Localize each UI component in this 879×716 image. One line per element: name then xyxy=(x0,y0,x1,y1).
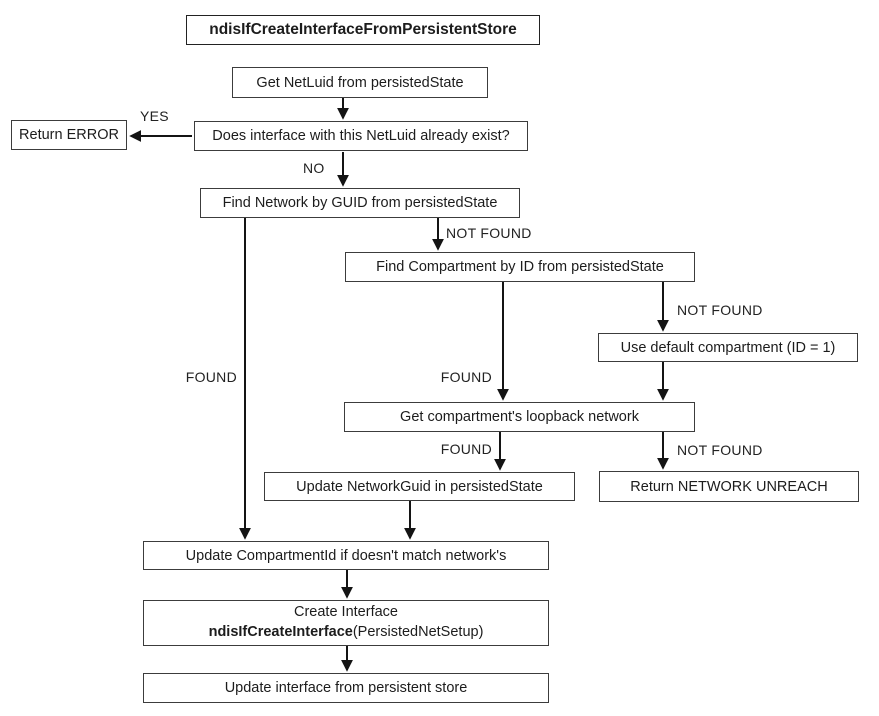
node-use-default-compartment: Use default compartment (ID = 1) xyxy=(598,333,858,362)
edge-label-not-found-network: NOT FOUND xyxy=(446,225,532,241)
create-interface-line2: ndisIfCreateInterface(PersistedNetSetup) xyxy=(209,623,484,643)
edge-label-found-loopback: FOUND xyxy=(440,441,492,457)
edge-label-not-found-loopback: NOT FOUND xyxy=(677,442,763,458)
node-update-compartmentid: Update CompartmentId if doesn't match ne… xyxy=(143,541,549,570)
node-create-interface: Create Interface ndisIfCreateInterface(P… xyxy=(143,600,549,646)
node-update-networkguid: Update NetworkGuid in persistedState xyxy=(264,472,575,501)
node-update-interface: Update interface from persistent store xyxy=(143,673,549,703)
node-does-interface-exist: Does interface with this NetLuid already… xyxy=(194,121,528,151)
node-title: ndisIfCreateInterfaceFromPersistentStore xyxy=(186,15,540,45)
create-interface-line1: Create Interface xyxy=(294,604,398,621)
edge-label-not-found-compartment: NOT FOUND xyxy=(677,302,763,318)
edge-label-yes: YES xyxy=(140,108,169,124)
node-find-network: Find Network by GUID from persistedState xyxy=(200,188,520,218)
edge-label-no: NO xyxy=(303,160,325,176)
node-get-loopback-network: Get compartment's loopback network xyxy=(344,402,695,432)
node-return-error: Return ERROR xyxy=(11,120,127,150)
node-get-netluid: Get NetLuid from persistedState xyxy=(232,67,488,98)
edge-label-found-network: FOUND xyxy=(185,369,237,385)
node-find-compartment: Find Compartment by ID from persistedSta… xyxy=(345,252,695,282)
create-interface-function-name: ndisIfCreateInterface xyxy=(208,624,353,640)
edge-label-found-compartment: FOUND xyxy=(440,369,492,385)
node-return-network-unreach: Return NETWORK UNREACH xyxy=(599,471,859,502)
create-interface-argument: (PersistedNetSetup) xyxy=(352,624,484,640)
